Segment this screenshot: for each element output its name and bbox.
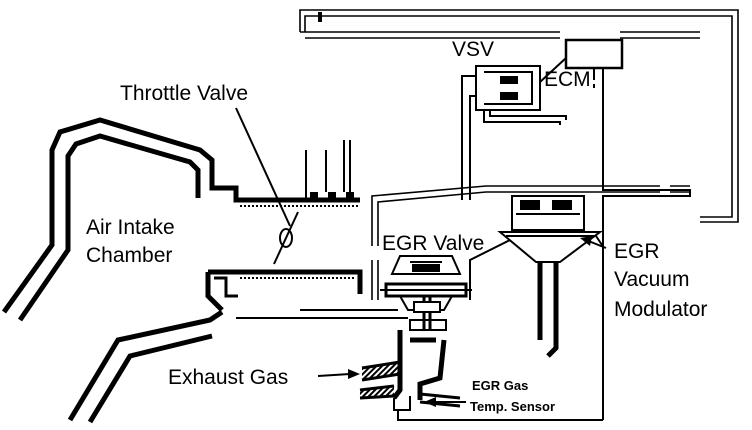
- air-intake-chamber: [1, 117, 363, 424]
- egr-gas-temp-sensor-label-line1: EGR Gas: [472, 378, 528, 393]
- exhaust-gas-label: Exhaust Gas: [168, 366, 288, 389]
- ecm-box: [564, 38, 691, 420]
- air-intake-chamber-label-line2: Chamber: [86, 244, 172, 267]
- egr-valve-label: EGR Valve: [382, 232, 484, 255]
- egr-gas-temp-sensor-label-line2: Temp. Sensor: [470, 399, 555, 414]
- leader-lines: [235, 107, 607, 407]
- exhaust-pipe: [359, 360, 461, 408]
- vsv-label: VSV: [452, 38, 494, 61]
- egr-valve: [236, 255, 603, 421]
- vacuum-lines: [371, 185, 690, 300]
- egr-vacuum-modulator: [469, 195, 605, 358]
- egr-vacuum-modulator-label-line1: EGR: [614, 240, 660, 263]
- throttle-body: [273, 140, 354, 265]
- egr-vacuum-modulator-label-line3: Modulator: [614, 298, 707, 321]
- vsv-valve: [461, 57, 567, 200]
- egr-vacuum-modulator-label-line2: Vacuum: [614, 268, 689, 291]
- throttle-valve-label: Throttle Valve: [120, 82, 248, 105]
- labels: VSV ECM Throttle Valve Air Intake Chambe…: [86, 38, 707, 414]
- top-wiring-frame: [299, 9, 739, 223]
- air-intake-chamber-label-line1: Air Intake: [86, 216, 175, 239]
- ecm-label: ECM: [544, 68, 591, 91]
